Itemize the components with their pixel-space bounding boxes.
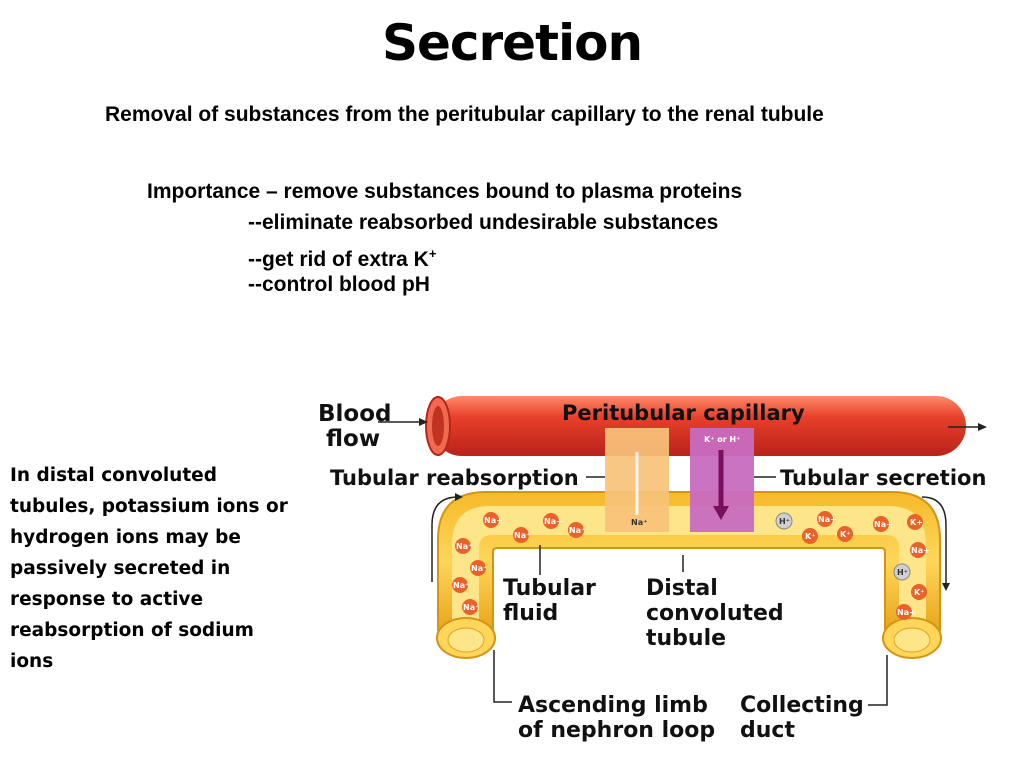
left-flow-arrow [431,496,459,582]
svg-text:Na+: Na+ [484,516,503,525]
ion-na-7: Na⁺ [452,577,469,593]
tubular-fluid-label-1: Tubular [503,576,596,601]
svg-text:K⁺: K⁺ [914,588,924,597]
distal-label-3: tubule [646,626,726,651]
svg-text:K+: K+ [910,518,923,527]
ion-na-4: Na⁺ [568,522,585,538]
secretion-k-or-h-label: K⁺ or H⁺ [704,435,740,444]
ascending-limb-label-2: of nephron loop [518,718,715,743]
leader-lines [493,476,888,706]
ascending-limb-label-1: Ascending limb [518,693,708,718]
svg-text:Na⁺: Na⁺ [463,603,479,612]
capillary-body [432,396,966,456]
side-explanation: In distal convoluted tubules, potassium … [10,465,288,672]
ion-na-5: Na⁺ [455,538,472,554]
capillary-label: Peritubular capillary [562,401,805,425]
ion-k-2: K⁺ [837,526,853,542]
blood-flow-arrows [378,418,987,431]
importance-line-3-sup: + [428,246,437,261]
peritubular-capillary [425,396,966,456]
collecting-duct-label-1: Collecting [740,693,864,718]
svg-text:Na⁺: Na⁺ [514,531,530,540]
ions-group: Na+ Na+ Na⁺ Na⁺ Na⁺ Na⁺ Na⁺ Na⁺ H⁺ Na+ K… [452,511,930,620]
blood-flow-label-2: flow [326,426,380,452]
reabsorption-na-label: Na⁺ [631,518,647,527]
reabsorption-band: Na⁺ [605,428,669,532]
svg-text:Na⁺: Na⁺ [453,581,469,590]
blood-flow-out-arrowhead [978,423,987,431]
ion-na-11: Na+ [910,542,930,558]
diagram-labels: Blood flow Peritubular capillary Tubular… [318,401,986,743]
right-flow-arrowhead [942,583,950,591]
svg-text:Na+: Na+ [911,546,930,555]
slide-title: Secretion [381,14,643,72]
distal-label-1: Distal [646,576,718,601]
ion-na-3: Na⁺ [513,527,530,543]
svg-text:Na+: Na+ [897,608,916,617]
ion-na-12: Na+ [896,604,916,620]
svg-text:H⁺: H⁺ [897,568,908,577]
svg-text:Na⁺: Na⁺ [471,564,487,573]
collecting-duct-leader [868,655,888,706]
ascending-limb-leader [493,650,512,703]
right-flow-arrow [921,496,947,585]
svg-text:Na+: Na+ [544,517,563,526]
ion-na-8: Na⁺ [462,599,479,615]
svg-text:K⁺: K⁺ [840,530,850,539]
ion-na-2: Na+ [543,513,563,529]
importance-line-4: --control blood pH [248,273,430,296]
tubule-flow-arrows [431,493,950,591]
importance-line-2: --eliminate reabsorbed undesirable subst… [248,211,719,234]
importance-line-1: Importance – remove substances bound to … [147,180,743,203]
capillary-lumen [432,406,444,446]
svg-text:H⁺: H⁺ [779,517,790,526]
ion-na-6: Na⁺ [470,560,487,576]
svg-text:Na+: Na+ [874,520,893,529]
secretion-arrowhead [713,506,729,520]
reabsorption-label: Tubular reabsorption [330,466,579,490]
left-flow-arrowhead [455,493,463,501]
ion-k-1: K⁺ [802,528,818,544]
importance-line-3-text: --get rid of extra K [248,248,429,271]
secretion-label: Tubular secretion [780,466,986,490]
ion-h-1: H⁺ [775,512,793,530]
distal-label-2: convoluted [646,601,784,626]
slide-subtitle: Removal of substances from the peritubul… [105,103,824,126]
ion-na-10: Na+ [873,516,893,532]
importance-line-3: --get rid of extra K+ [248,238,436,275]
svg-text:Na+: Na+ [818,515,837,524]
ion-h-2: H⁺ [893,563,911,581]
secretion-band: K⁺ or H⁺ [690,428,754,532]
ion-k-3: K+ [907,514,923,530]
ion-k-4: K⁺ [911,584,927,600]
collecting-duct-label-2: duct [740,718,795,743]
blood-flow-label-1: Blood [318,401,391,427]
blood-flow-in-arrowhead [419,418,428,426]
svg-text:K⁺: K⁺ [805,532,815,541]
ion-na-1: Na+ [483,512,503,528]
collecting-duct-lumen [893,627,931,653]
ion-na-9: Na+ [817,511,837,527]
ascending-limb-lumen [447,627,485,653]
svg-text:Na⁺: Na⁺ [569,526,585,535]
svg-text:Na⁺: Na⁺ [456,542,472,551]
tubular-fluid-label-2: fluid [503,601,558,626]
